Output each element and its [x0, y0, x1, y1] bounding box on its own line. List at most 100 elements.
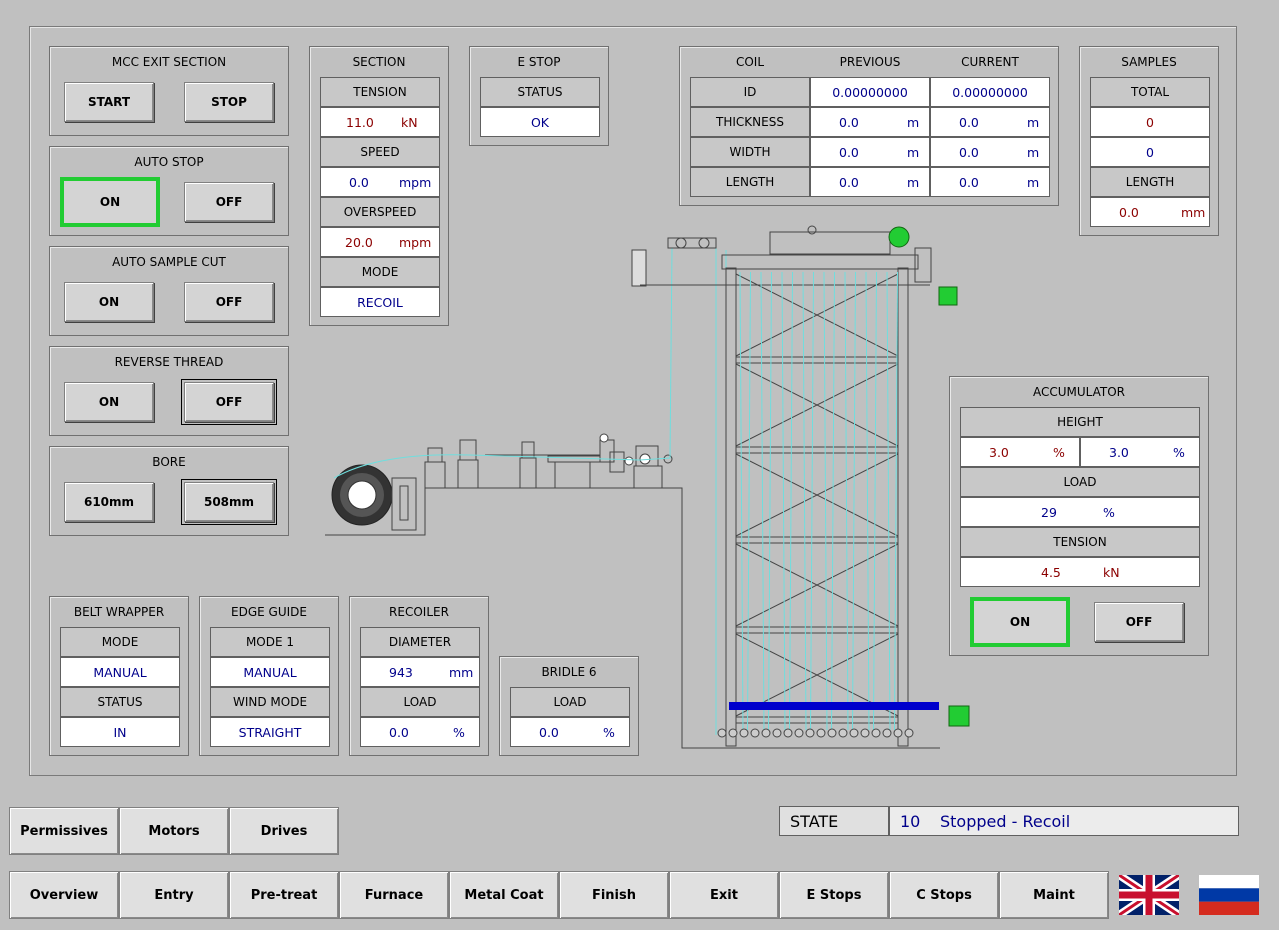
samples-title: SAMPLES: [1121, 55, 1177, 69]
line-base: [325, 487, 940, 749]
accum-on-button[interactable]: ON: [970, 597, 1070, 647]
overspeed-unit: mpm: [399, 234, 432, 250]
auto-sample-cut-panel: AUTO SAMPLE CUT ON OFF: [49, 246, 289, 336]
carriage-roller: [794, 728, 804, 738]
carriage-roller: [893, 728, 903, 738]
strip-strand: [894, 271, 898, 731]
bore-508-button[interactable]: 508mm: [181, 479, 277, 525]
recoiler-load-label: LOAD: [360, 687, 480, 717]
coil-current-value: 0.0: [959, 174, 979, 190]
carriage-roller: [772, 728, 782, 738]
samples-length-field: 0.0 mm: [1090, 197, 1210, 227]
nav-motors-button[interactable]: Motors: [119, 807, 229, 855]
nav-exit-button[interactable]: Exit: [669, 871, 779, 919]
carriage-roller: [871, 728, 881, 738]
accumulator-tower: [725, 267, 909, 747]
samples-length-unit: mm: [1181, 204, 1206, 220]
tower-cross-brace: [735, 453, 899, 537]
coil-current-header: CURRENT: [961, 55, 1019, 69]
nav-maint-button[interactable]: Maint: [999, 871, 1109, 919]
nav-e-stops-button[interactable]: E Stops: [779, 871, 889, 919]
tower-beam: [735, 536, 899, 544]
section-title: SECTION: [352, 55, 406, 69]
coil-row-label: LENGTH: [690, 167, 810, 197]
tower-cross-brace: [735, 273, 899, 357]
auto-stop-on-button[interactable]: ON: [60, 177, 160, 227]
estop-status-value: OK: [480, 107, 600, 137]
uk-flag-icon[interactable]: [1119, 875, 1179, 915]
carriage-roller: [783, 728, 793, 738]
nav-c-stops-button[interactable]: C Stops: [889, 871, 999, 919]
auto-stop-panel: AUTO STOP ON OFF: [49, 146, 289, 236]
accumulator-panel: ACCUMULATOR HEIGHT 3.0 % 3.0 % LOAD 29 %…: [949, 376, 1209, 656]
carriage-roller: [849, 728, 859, 738]
accum-tension-value: 4.5: [1041, 564, 1061, 580]
state-value-field: 10 Stopped - Recoil: [889, 806, 1239, 836]
recoiler-panel: RECOILER DIAMETER 943 mm LOAD 0.0 %: [349, 596, 489, 756]
recoiler-diam-value: 943: [389, 664, 413, 680]
carriage-roller: [761, 728, 771, 738]
nav-pre-treat-button[interactable]: Pre-treat: [229, 871, 339, 919]
reverse-off-button[interactable]: OFF: [181, 379, 277, 425]
auto-stop-off-button[interactable]: OFF: [184, 182, 274, 222]
overspeed-value: 20.0: [345, 234, 373, 250]
mode-value: RECOIL: [320, 287, 440, 317]
samples-total-label: TOTAL: [1090, 77, 1210, 107]
accum-off-button[interactable]: OFF: [1094, 602, 1184, 642]
speed-unit: mpm: [399, 174, 432, 190]
carriage-roller: [827, 728, 837, 738]
strip-strand: [781, 271, 786, 731]
coil-current-value-field: 0.00000000: [930, 77, 1050, 107]
strip-strand: [865, 271, 870, 731]
tension-value-field: 11.0 kN: [320, 107, 440, 137]
reverse-on-button[interactable]: ON: [64, 382, 154, 422]
nav-finish-button[interactable]: Finish: [559, 871, 669, 919]
nav-permissives-button[interactable]: Permissives: [9, 807, 119, 855]
speed-label: SPEED: [320, 137, 440, 167]
coil-unit: m: [1027, 174, 1040, 190]
coil-row-label: THICKNESS: [690, 107, 810, 137]
coil-unit: m: [1027, 114, 1040, 130]
bore-panel: BORE 610mm 508mm: [49, 446, 289, 536]
carriage-roller: [717, 728, 727, 738]
auto-sample-off-button[interactable]: OFF: [184, 282, 274, 322]
bridle-load-field: 0.0 %: [510, 717, 630, 747]
recoiler-load-field: 0.0 %: [360, 717, 480, 747]
samples-panel: SAMPLES TOTAL 0 0 LENGTH 0.0 mm: [1079, 46, 1219, 236]
carriage-roller: [750, 728, 760, 738]
coil-unit: m: [907, 174, 920, 190]
coil-previous-value: 0.0: [839, 174, 859, 190]
carriage-roller: [838, 728, 848, 738]
start-button[interactable]: START: [64, 82, 154, 122]
accum-height-left-value: 3.0: [989, 444, 1009, 460]
russia-flag-icon[interactable]: [1199, 875, 1259, 915]
accumulator-title: ACCUMULATOR: [1032, 385, 1126, 399]
accum-height-right-value: 3.0: [1109, 444, 1129, 460]
belt-mode-value: MANUAL: [60, 657, 180, 687]
accum-load-value: 29: [1041, 504, 1057, 520]
auto-sample-on-button[interactable]: ON: [64, 282, 154, 322]
accum-load-unit: %: [1103, 504, 1115, 520]
recoiler-load-unit: %: [453, 724, 465, 740]
bridle-load-label: LOAD: [510, 687, 630, 717]
overspeed-label: OVERSPEED: [320, 197, 440, 227]
tower-cross-brace: [735, 363, 899, 447]
nav-furnace-button[interactable]: Furnace: [339, 871, 449, 919]
nav-entry-button[interactable]: Entry: [119, 871, 229, 919]
tower-beam: [735, 716, 899, 724]
nav-drives-button[interactable]: Drives: [229, 807, 339, 855]
nav-metal-coat-button[interactable]: Metal Coat: [449, 871, 559, 919]
coil-unit: m: [907, 114, 920, 130]
bore-610-button[interactable]: 610mm: [64, 482, 154, 522]
recoiler-drum: [331, 464, 417, 531]
coil-current-value-field: 0.0 m: [930, 167, 1050, 197]
accumulator-carriage-bar: [729, 702, 939, 710]
edge-mode-label: MODE 1: [210, 627, 330, 657]
bore-title: BORE: [152, 455, 186, 469]
coil-current-value: 0.0: [959, 144, 979, 160]
nav-overview-button[interactable]: Overview: [9, 871, 119, 919]
coil-current-value: 0.0: [959, 114, 979, 130]
stop-button[interactable]: STOP: [184, 82, 274, 122]
